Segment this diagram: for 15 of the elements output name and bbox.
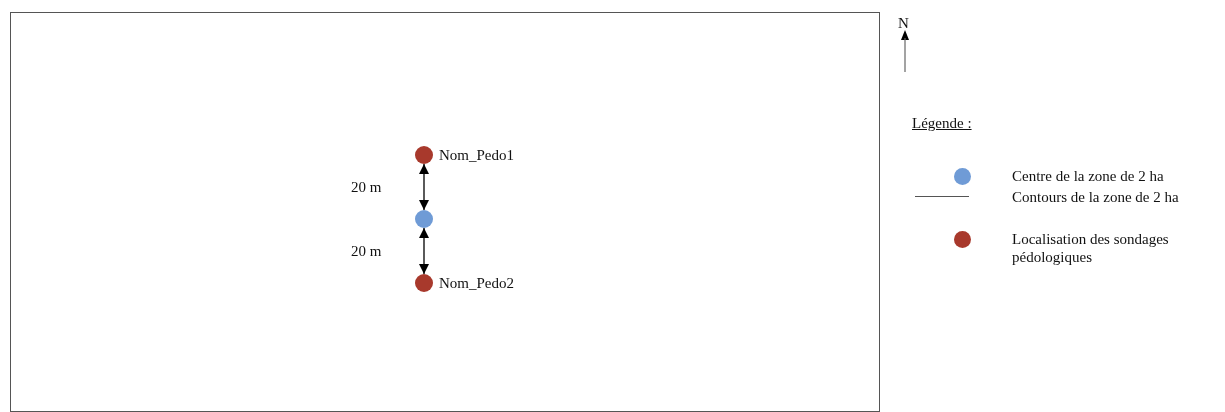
legend-heading: Légende : [912, 114, 972, 132]
edge-label: 20 m [351, 178, 382, 196]
sampling-point [415, 210, 433, 228]
point-label: Nom_Pedo2 [439, 274, 514, 292]
sampling-point [415, 146, 433, 164]
arrow [418, 163, 430, 211]
legend-text: Localisation des sondages pédologiques [1012, 230, 1170, 266]
north-label: N [898, 14, 909, 32]
point-label: Nom_Pedo1 [439, 146, 514, 164]
sampling-point [415, 274, 433, 292]
zone-outline [10, 12, 880, 412]
edge-label: 20 m [351, 242, 382, 260]
arrow [418, 227, 430, 275]
legend-text: Centre de la zone de 2 ha [1012, 167, 1165, 185]
legend-text: Contours de la zone de 2 ha [1012, 188, 1180, 206]
